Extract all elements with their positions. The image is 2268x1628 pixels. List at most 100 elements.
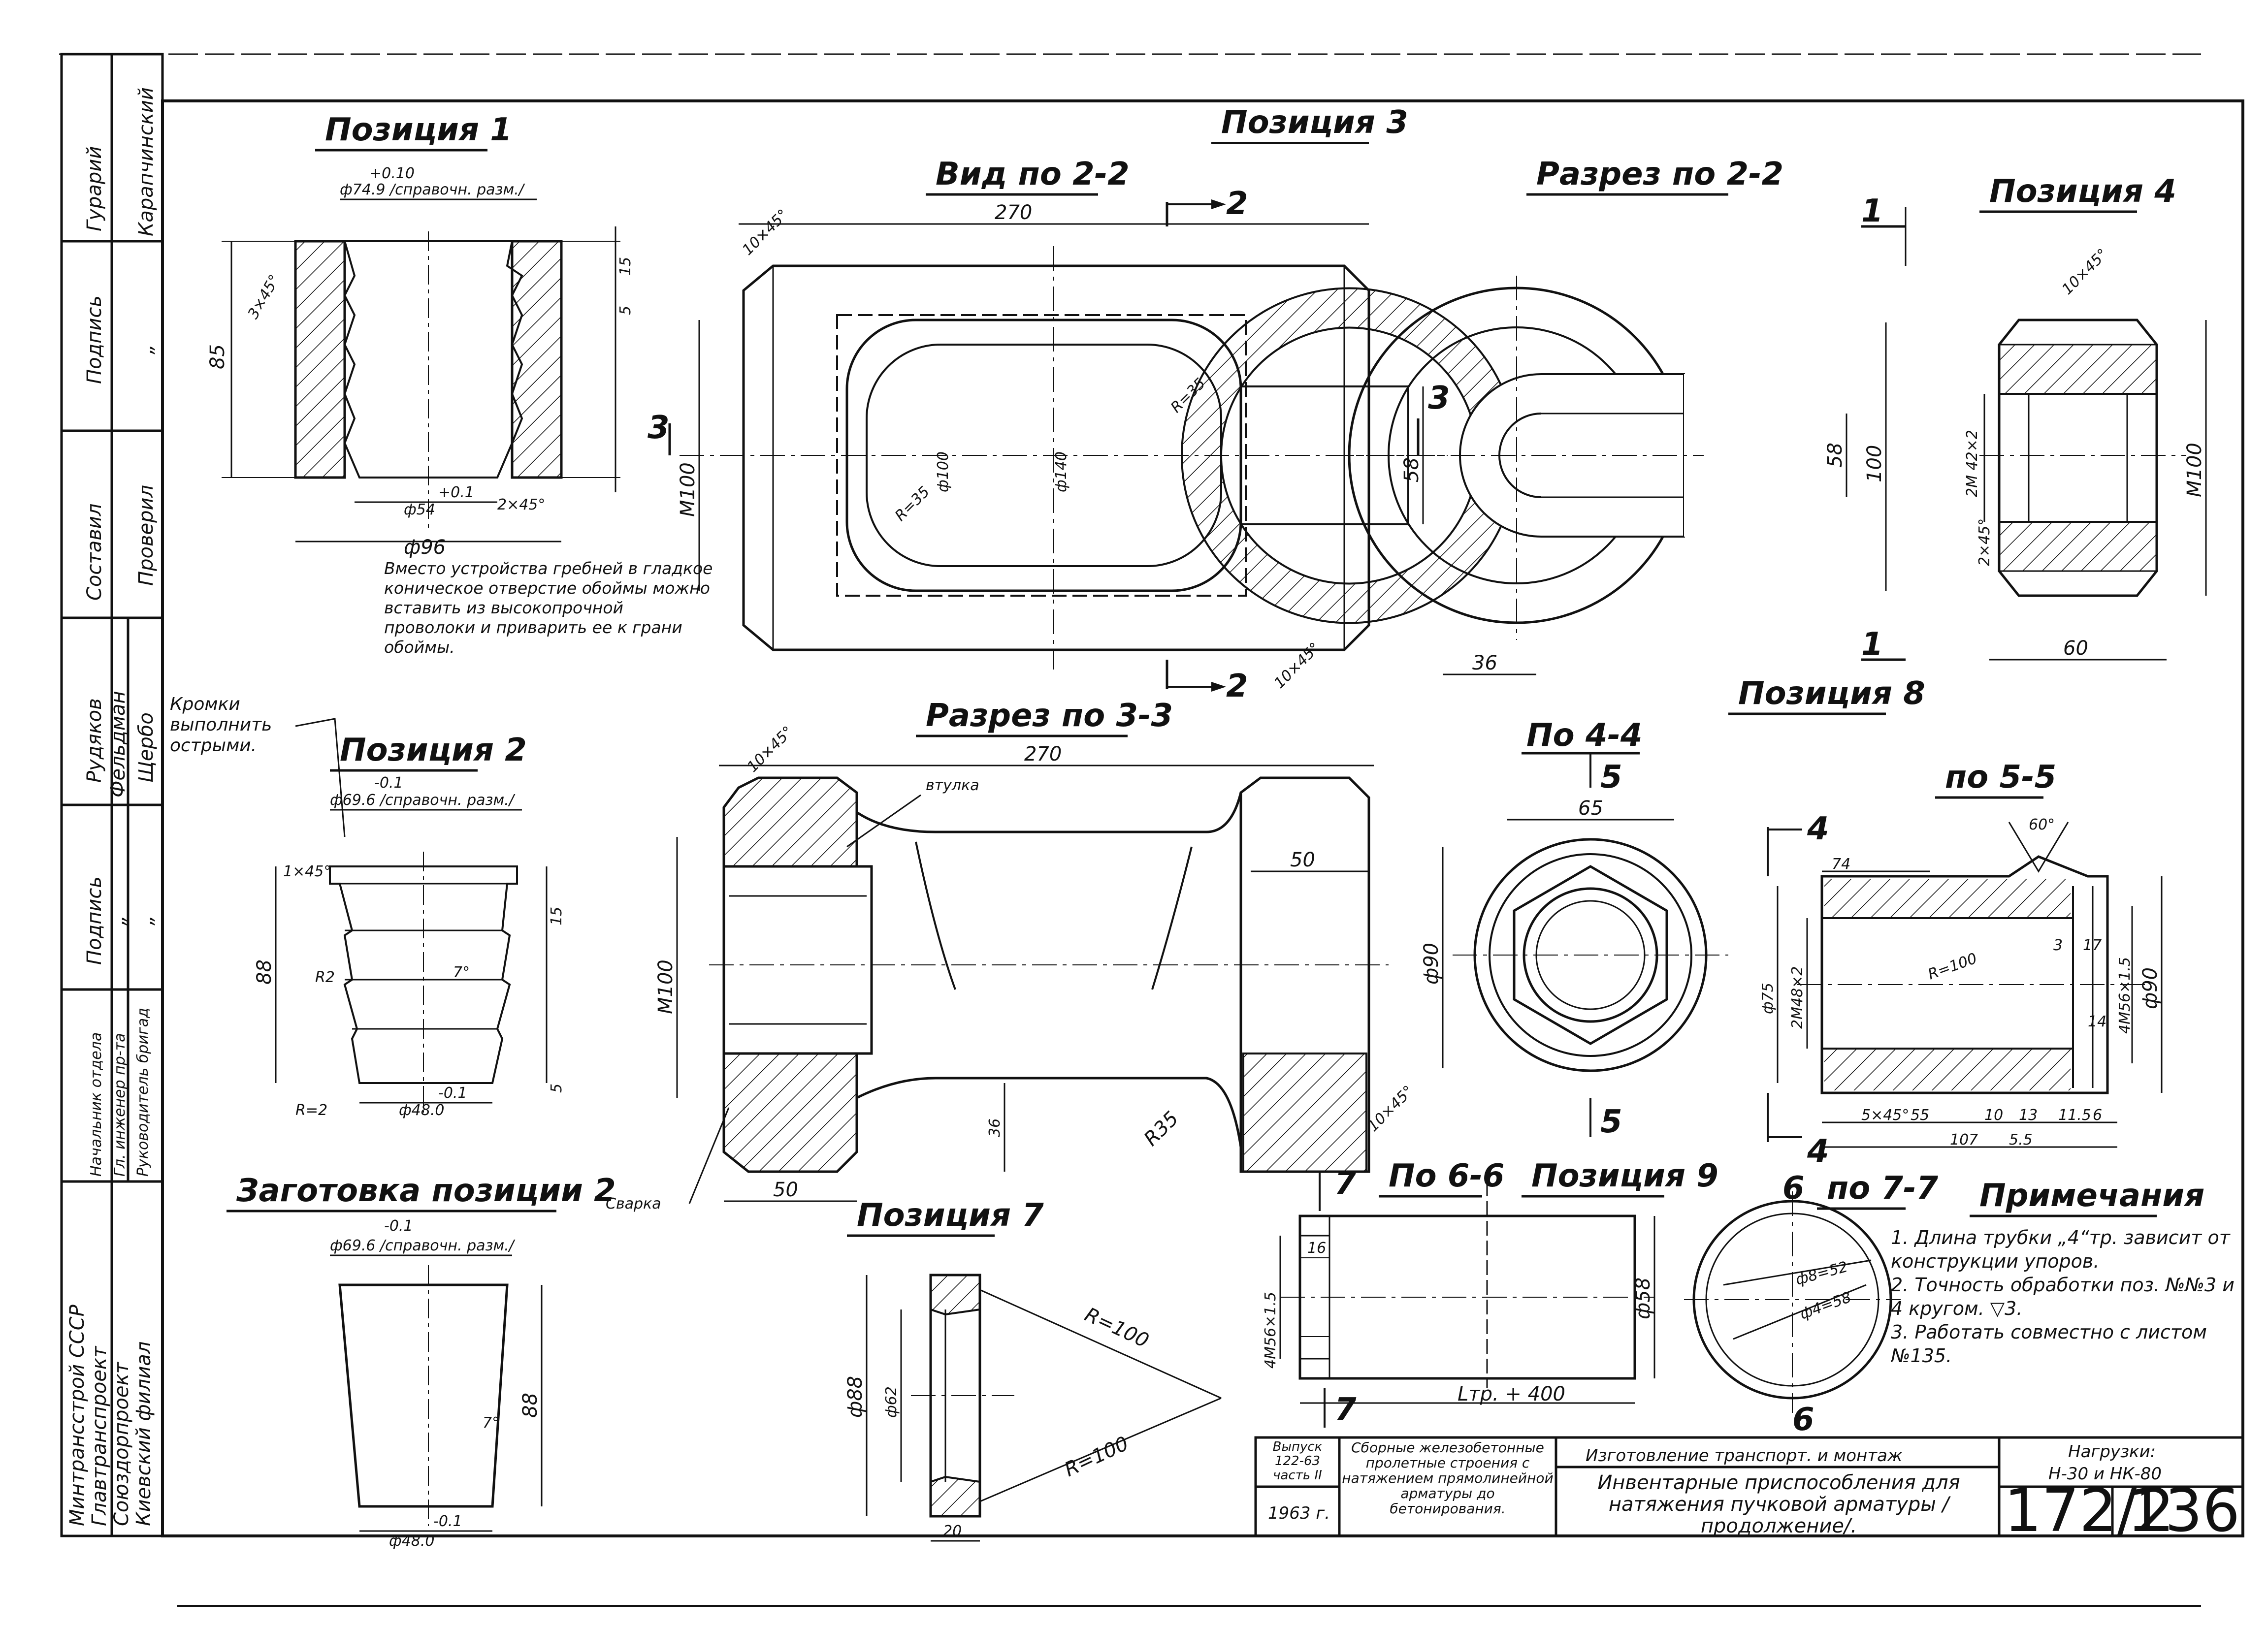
blank-dia: ф69.6 /справочн. разм./ — [330, 1237, 516, 1254]
title-block — [1254, 1436, 2244, 1537]
edges-note: Кромки выполнить острыми. — [170, 694, 272, 756]
position-7: Позиция 7 R=100 R=100 ф88 ф62 20 — [844, 1197, 1222, 1542]
p8-10: 10 — [1984, 1107, 2003, 1124]
stamp-vypusk: Выпуск 122-63 часть II — [1272, 1440, 1323, 1483]
cut-1-bottom: 1 — [1861, 626, 1883, 663]
s33-36: 36 — [986, 1118, 1004, 1137]
p2-tol: -0.1 — [374, 774, 403, 792]
cut-3-right: 3 — [1428, 380, 1450, 416]
view-7-7: 6 по 7-7 ф8=52 ф4=58 6 — [1684, 1170, 1939, 1438]
side-r2-a: Подпись — [83, 295, 106, 384]
side-org-2: Главтранспроект — [88, 1345, 111, 1526]
s33-vtulka: втулка — [926, 777, 979, 794]
s33-chamfer2: 10×45° — [1364, 1083, 1417, 1135]
title-pos8: Позиция 8 — [1738, 675, 1925, 712]
position-1: Позиция 1 +0.10 ф74.9 /справочн. разм./ … — [206, 112, 634, 559]
blank-d48tol: -0.1 — [433, 1513, 462, 1530]
stamp-year: 1963 г. — [1268, 1503, 1330, 1523]
cut-3-left: 3 — [648, 410, 670, 446]
p1-dia: ф74.9 /справочн. разм./ — [340, 181, 525, 198]
s33-270: 270 — [1024, 743, 1062, 766]
v22-m100: M100 — [677, 462, 699, 517]
p2-15: 15 — [548, 907, 565, 926]
p7-d88: ф88 — [844, 1376, 867, 1418]
p2-dia: ф69.6 /справочн. разм./ — [330, 792, 516, 809]
note-1: 1. Длина трубки „4“тр. зависит от констр… — [1891, 1227, 2230, 1272]
stamp-title: Инвентарные приспособления для натяжения… — [1597, 1472, 1960, 1535]
section-2-2: Разрез по 2-2 58 100 36 1 1 — [1181, 156, 1907, 675]
title-pos9: Позиция 9 — [1531, 1158, 1718, 1194]
cut-4-bottom: 4 — [1807, 1133, 1829, 1170]
v22-chamfer2: 10×45° — [1271, 639, 1324, 692]
p4-chamfer: 10×45° — [2059, 246, 2111, 298]
weld-note-box: Вместо устройства гребней в гладкое кони… — [384, 559, 713, 657]
title-po66: По 6-6 — [1389, 1158, 1504, 1194]
p1-chamfer2: 2×45° — [497, 496, 545, 513]
p4-m100: M100 — [2183, 443, 2206, 497]
p8-13: 13 — [2019, 1107, 2038, 1124]
v22-d140: ф140 — [1053, 451, 1070, 492]
v22-chamfer: 10×45° — [739, 206, 792, 259]
stamp-loads-label: Нагрузки: — [2068, 1442, 2156, 1462]
cut-2-top: 2 — [1226, 186, 1248, 222]
p4-chamfer2: 2×45° — [1976, 518, 1993, 566]
title-po55: по 5-5 — [1945, 759, 2056, 796]
title-sec33: Разрез по 3-3 — [926, 698, 1173, 734]
stamp-sheet-no: 136 — [2127, 1477, 2240, 1545]
title-pos2: Позиция 2 — [340, 732, 527, 768]
v22-r35b: R=35 — [892, 483, 933, 524]
title-po44: По 4-4 — [1526, 717, 1642, 754]
notes-text-box: 1. Длина трубки „4“тр. зависит от констр… — [1891, 1227, 2235, 1367]
weld-note: Вместо устройства гребней в гладкое кони… — [384, 559, 713, 657]
title-pos3: Позиция 3 — [1221, 104, 1408, 141]
position-2: Позиция 2 -0.1 ф69.6 /справочн. разм./ 8… — [253, 732, 565, 1119]
p8-3: 3 — [2053, 937, 2063, 954]
p8-55b: 5.5 — [2009, 1131, 2033, 1149]
blank-position-2: Заготовка позиции 2 -0.1 ф69.6 /справочн… — [227, 1173, 616, 1550]
p77-d52: ф8=52 — [1794, 1258, 1849, 1289]
blank-88: 88 — [519, 1393, 542, 1418]
section-3-3: Разрез по 3-3 270 10×45° M100 50 36 R35 … — [606, 698, 1417, 1213]
s33-50b: 50 — [773, 1179, 798, 1201]
view-4-4: По 4-4 5 65 ф90 5 — [1420, 717, 1728, 1140]
cut-6-bottom: 6 — [1792, 1402, 1814, 1438]
position-9: 7 По 6-6 Позиция 9 4M56×1.5 16 ф58 Lтр. … — [1262, 1158, 1718, 1428]
side-org-1: Минтрансстрой СССР — [66, 1304, 89, 1526]
s33-50: 50 — [1290, 849, 1315, 871]
s33-m100: M100 — [654, 959, 677, 1014]
title-pos7: Позиция 7 — [857, 1197, 1044, 1234]
p8-55: 55 — [1911, 1107, 1929, 1124]
p7-r100: R=100 — [1081, 1303, 1152, 1352]
p1-15: 15 — [617, 257, 634, 276]
note-2: 2. Точность обработки поз. №№3 и 4 круго… — [1891, 1274, 2235, 1319]
p1-d54tol: +0.1 — [438, 484, 474, 501]
side-org-3: Союздорпроект — [110, 1361, 133, 1526]
side-sign-1: Подпись — [83, 876, 106, 965]
stamp-vypusk-box: Выпуск 122-63 часть II — [1272, 1440, 1323, 1483]
p8-d90: ф90 — [2139, 967, 2162, 1009]
side-role-1: Начальник отдела — [88, 1032, 105, 1177]
stamp-title-box: Инвентарные приспособления для натяжения… — [1597, 1472, 1960, 1535]
cut-2-bottom: 2 — [1226, 668, 1248, 704]
side-sign-3: „ — [135, 915, 158, 926]
p8-74: 74 — [1832, 856, 1850, 873]
p1-5: 5 — [617, 306, 634, 315]
p9-d58: ф58 — [1632, 1277, 1654, 1319]
side-r1-b: Карапчинский — [135, 87, 158, 236]
s33-r35: R35 — [1140, 1107, 1183, 1150]
cut-7-top: 7 — [1334, 1165, 1357, 1202]
blank-d48: ф48.0 — [389, 1532, 434, 1550]
side-person-2: Фельдман — [107, 691, 130, 798]
p8-11: 11.5 — [2058, 1107, 2091, 1124]
p77-d58: ф4=58 — [1798, 1289, 1854, 1323]
p9-len: Lтр. + 400 — [1458, 1383, 1565, 1405]
stamp-series: Сборные железобетонные пролетные строени… — [1342, 1440, 1554, 1517]
p2-d48tol: -0.1 — [438, 1085, 467, 1102]
s22-58: 58 — [1824, 443, 1847, 468]
p9-16: 16 — [1307, 1240, 1326, 1257]
p1-d96: ф96 — [404, 536, 446, 559]
p1-d54: ф54 — [404, 501, 435, 518]
s33-svarka: Сварка — [606, 1195, 661, 1213]
side-text: Гурарий Карапчинский Подпись „ Составил … — [66, 87, 158, 1526]
p2-d48: ф48.0 — [399, 1102, 444, 1119]
